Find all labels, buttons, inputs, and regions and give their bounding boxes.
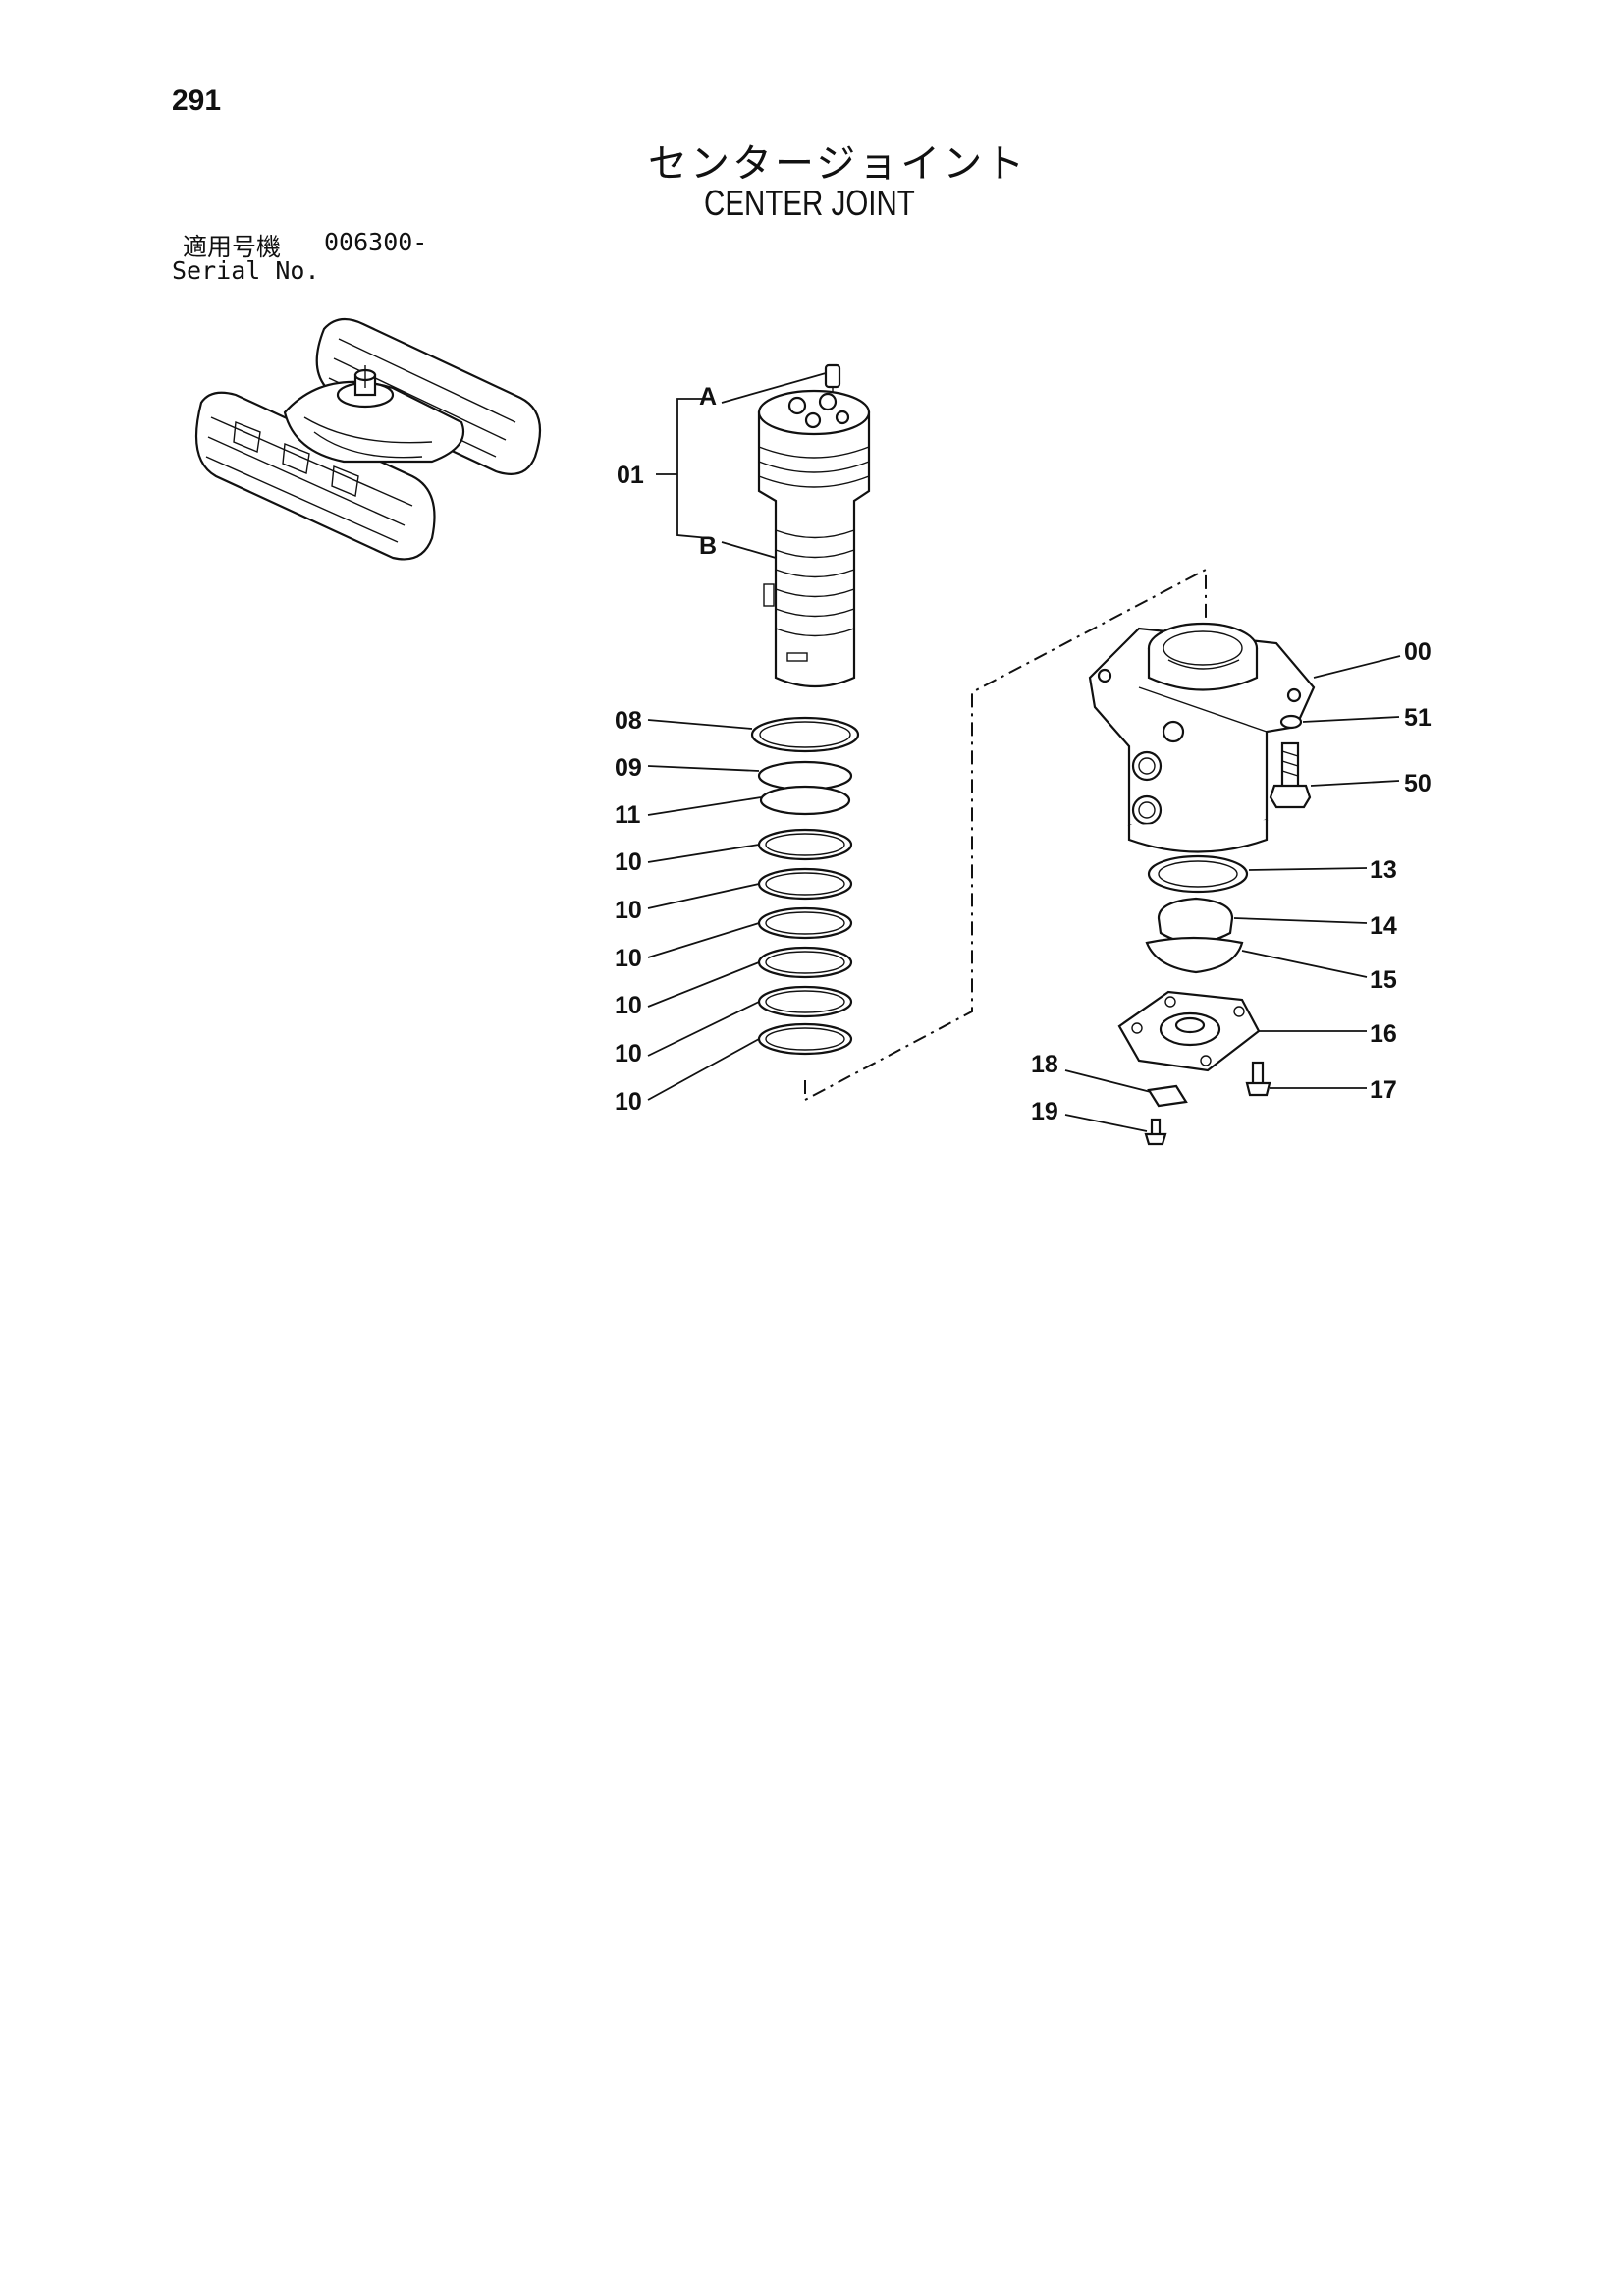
- washer-and-bolt: [1269, 714, 1400, 809]
- label-b: B: [699, 532, 717, 560]
- title-japanese: センタージョイント: [648, 141, 1028, 187]
- label-14: 14: [1370, 912, 1397, 940]
- part-labels: A B 01 08 09 11 10 10 10 10 10 10 00 51 …: [615, 383, 1432, 1125]
- label-09: 09: [615, 754, 642, 782]
- label-00: 00: [1404, 638, 1432, 666]
- label-01: 01: [617, 462, 644, 489]
- label-15: 15: [1370, 966, 1397, 994]
- label-10-e: 10: [615, 1040, 642, 1067]
- bottom-cover: [1064, 990, 1367, 1146]
- seal-ring-stack: [750, 716, 860, 1056]
- assembly-connector-line: [804, 568, 1207, 1102]
- title-english: CENTER JOINT: [704, 183, 915, 223]
- left-leader-lines: [647, 719, 762, 1101]
- serial-number-value: 006300-: [324, 228, 428, 256]
- page-number: 291: [172, 84, 222, 117]
- label-51: 51: [1404, 704, 1432, 732]
- label-13: 13: [1370, 856, 1397, 884]
- label-10-a: 10: [615, 848, 642, 876]
- serial-label-japanese: 適用号機: [183, 233, 282, 261]
- housing: [1088, 622, 1401, 853]
- label-16: 16: [1370, 1020, 1397, 1048]
- label-10-b: 10: [615, 897, 642, 924]
- spindle-assembly: [656, 363, 871, 688]
- label-08: 08: [615, 707, 642, 735]
- label-11: 11: [615, 801, 641, 829]
- label-50: 50: [1404, 770, 1432, 797]
- serial-label-english: Serial No.: [172, 256, 320, 285]
- label-10-d: 10: [615, 992, 642, 1019]
- lower-seals: [1145, 854, 1368, 978]
- label-19: 19: [1031, 1098, 1058, 1125]
- undercarriage-sketch: [194, 317, 542, 561]
- label-18: 18: [1031, 1051, 1058, 1078]
- label-10-f: 10: [615, 1088, 642, 1116]
- label-a: A: [699, 383, 717, 410]
- label-10-c: 10: [615, 945, 642, 972]
- label-17: 17: [1370, 1076, 1397, 1104]
